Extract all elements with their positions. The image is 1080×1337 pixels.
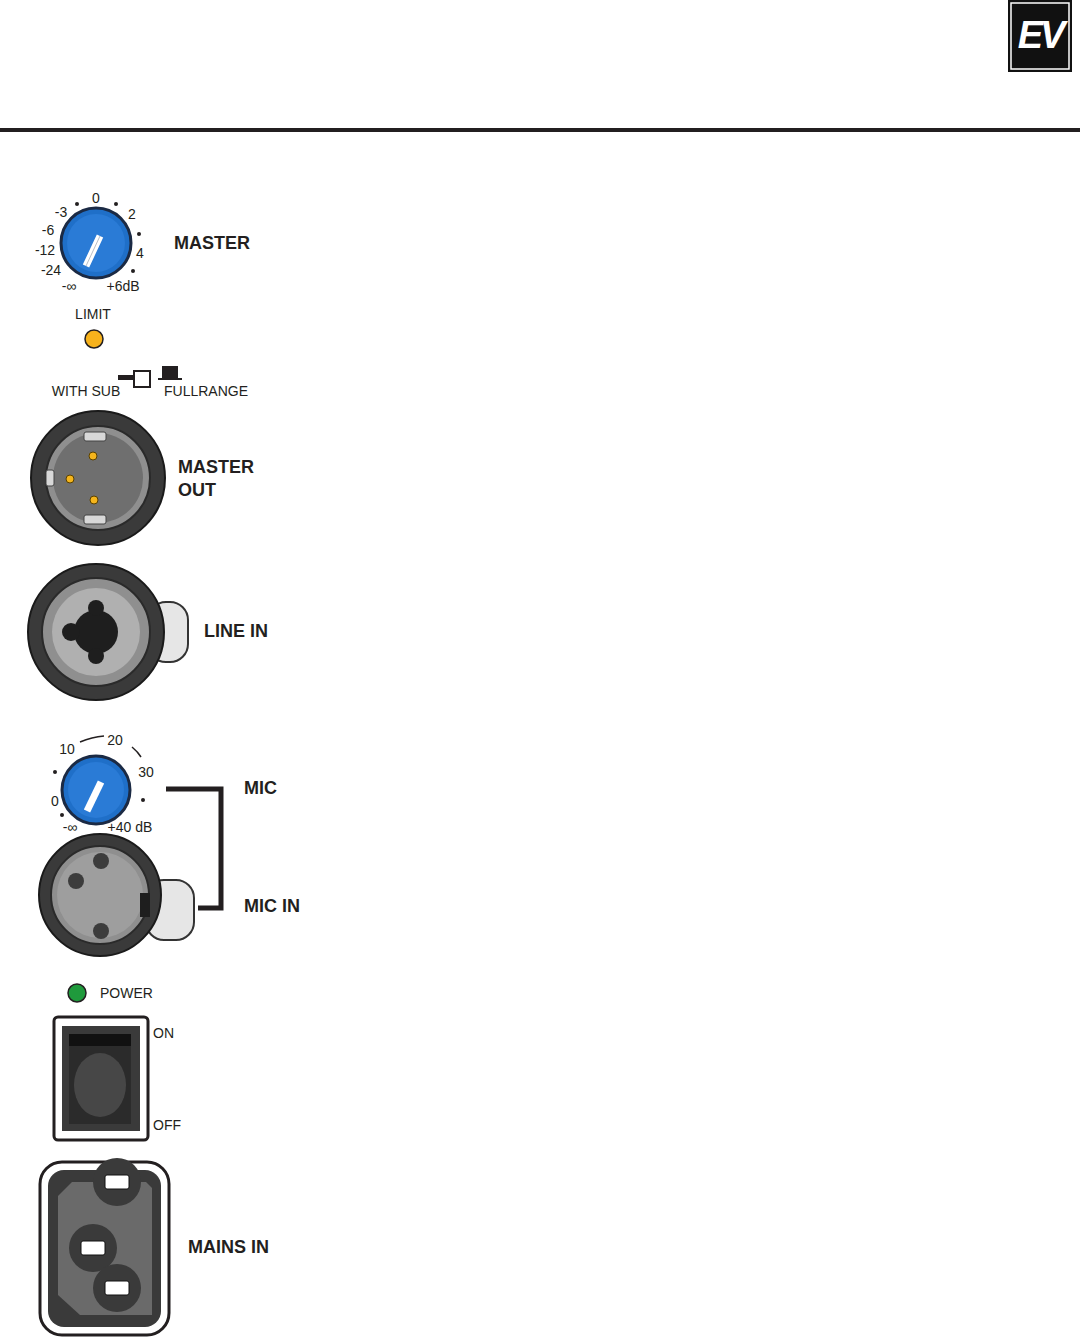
scale-mark: POWER (100, 984, 153, 1002)
scale-mark: 2 (128, 205, 136, 223)
brand-logo: EV (1018, 11, 1063, 60)
master-knob (61, 202, 141, 278)
control-label: MAINS IN (188, 1236, 288, 1259)
scale-mark: ON (153, 1024, 174, 1042)
scale-mark: LIMIT (75, 305, 111, 323)
mic-knob (53, 736, 145, 824)
control-label: LINE IN (204, 620, 268, 643)
scale-mark: -12 (35, 241, 55, 259)
scale-mark: 4 (136, 244, 144, 262)
scale-mark: -∞ (63, 818, 78, 836)
scale-mark: -3 (55, 203, 67, 221)
scale-mark: WITH SUB (52, 382, 120, 400)
control-label: MASTER OUT (178, 456, 278, 503)
logo-border (1011, 3, 1069, 69)
limit-led (85, 330, 103, 348)
control-label: MASTER (174, 232, 250, 255)
scale-mark: 20 (107, 731, 123, 749)
scale-mark: -6 (42, 221, 54, 239)
power-led (68, 984, 86, 1002)
scale-mark: 0 (92, 189, 100, 207)
logo-box (1008, 0, 1072, 72)
scale-mark: FULLRANGE (164, 382, 248, 400)
scale-mark: 0 (51, 792, 59, 810)
scale-mark: 10 (59, 740, 75, 758)
master-out-connector (31, 411, 165, 545)
scale-mark: -∞ (62, 277, 77, 295)
line-in-connector (28, 564, 188, 700)
scale-mark: -24 (41, 261, 61, 279)
control-label: MIC (244, 777, 277, 800)
scale-mark: +40 dB (108, 818, 153, 836)
mains-inlet (40, 1158, 169, 1335)
scale-mark: +6dB (106, 277, 139, 295)
header-rule (0, 128, 1080, 132)
scale-mark: 30 (138, 763, 154, 781)
mic-in-connector (39, 834, 194, 956)
scale-mark: OFF (153, 1116, 181, 1134)
power-switch (54, 1017, 148, 1140)
control-label: MIC IN (244, 895, 300, 918)
